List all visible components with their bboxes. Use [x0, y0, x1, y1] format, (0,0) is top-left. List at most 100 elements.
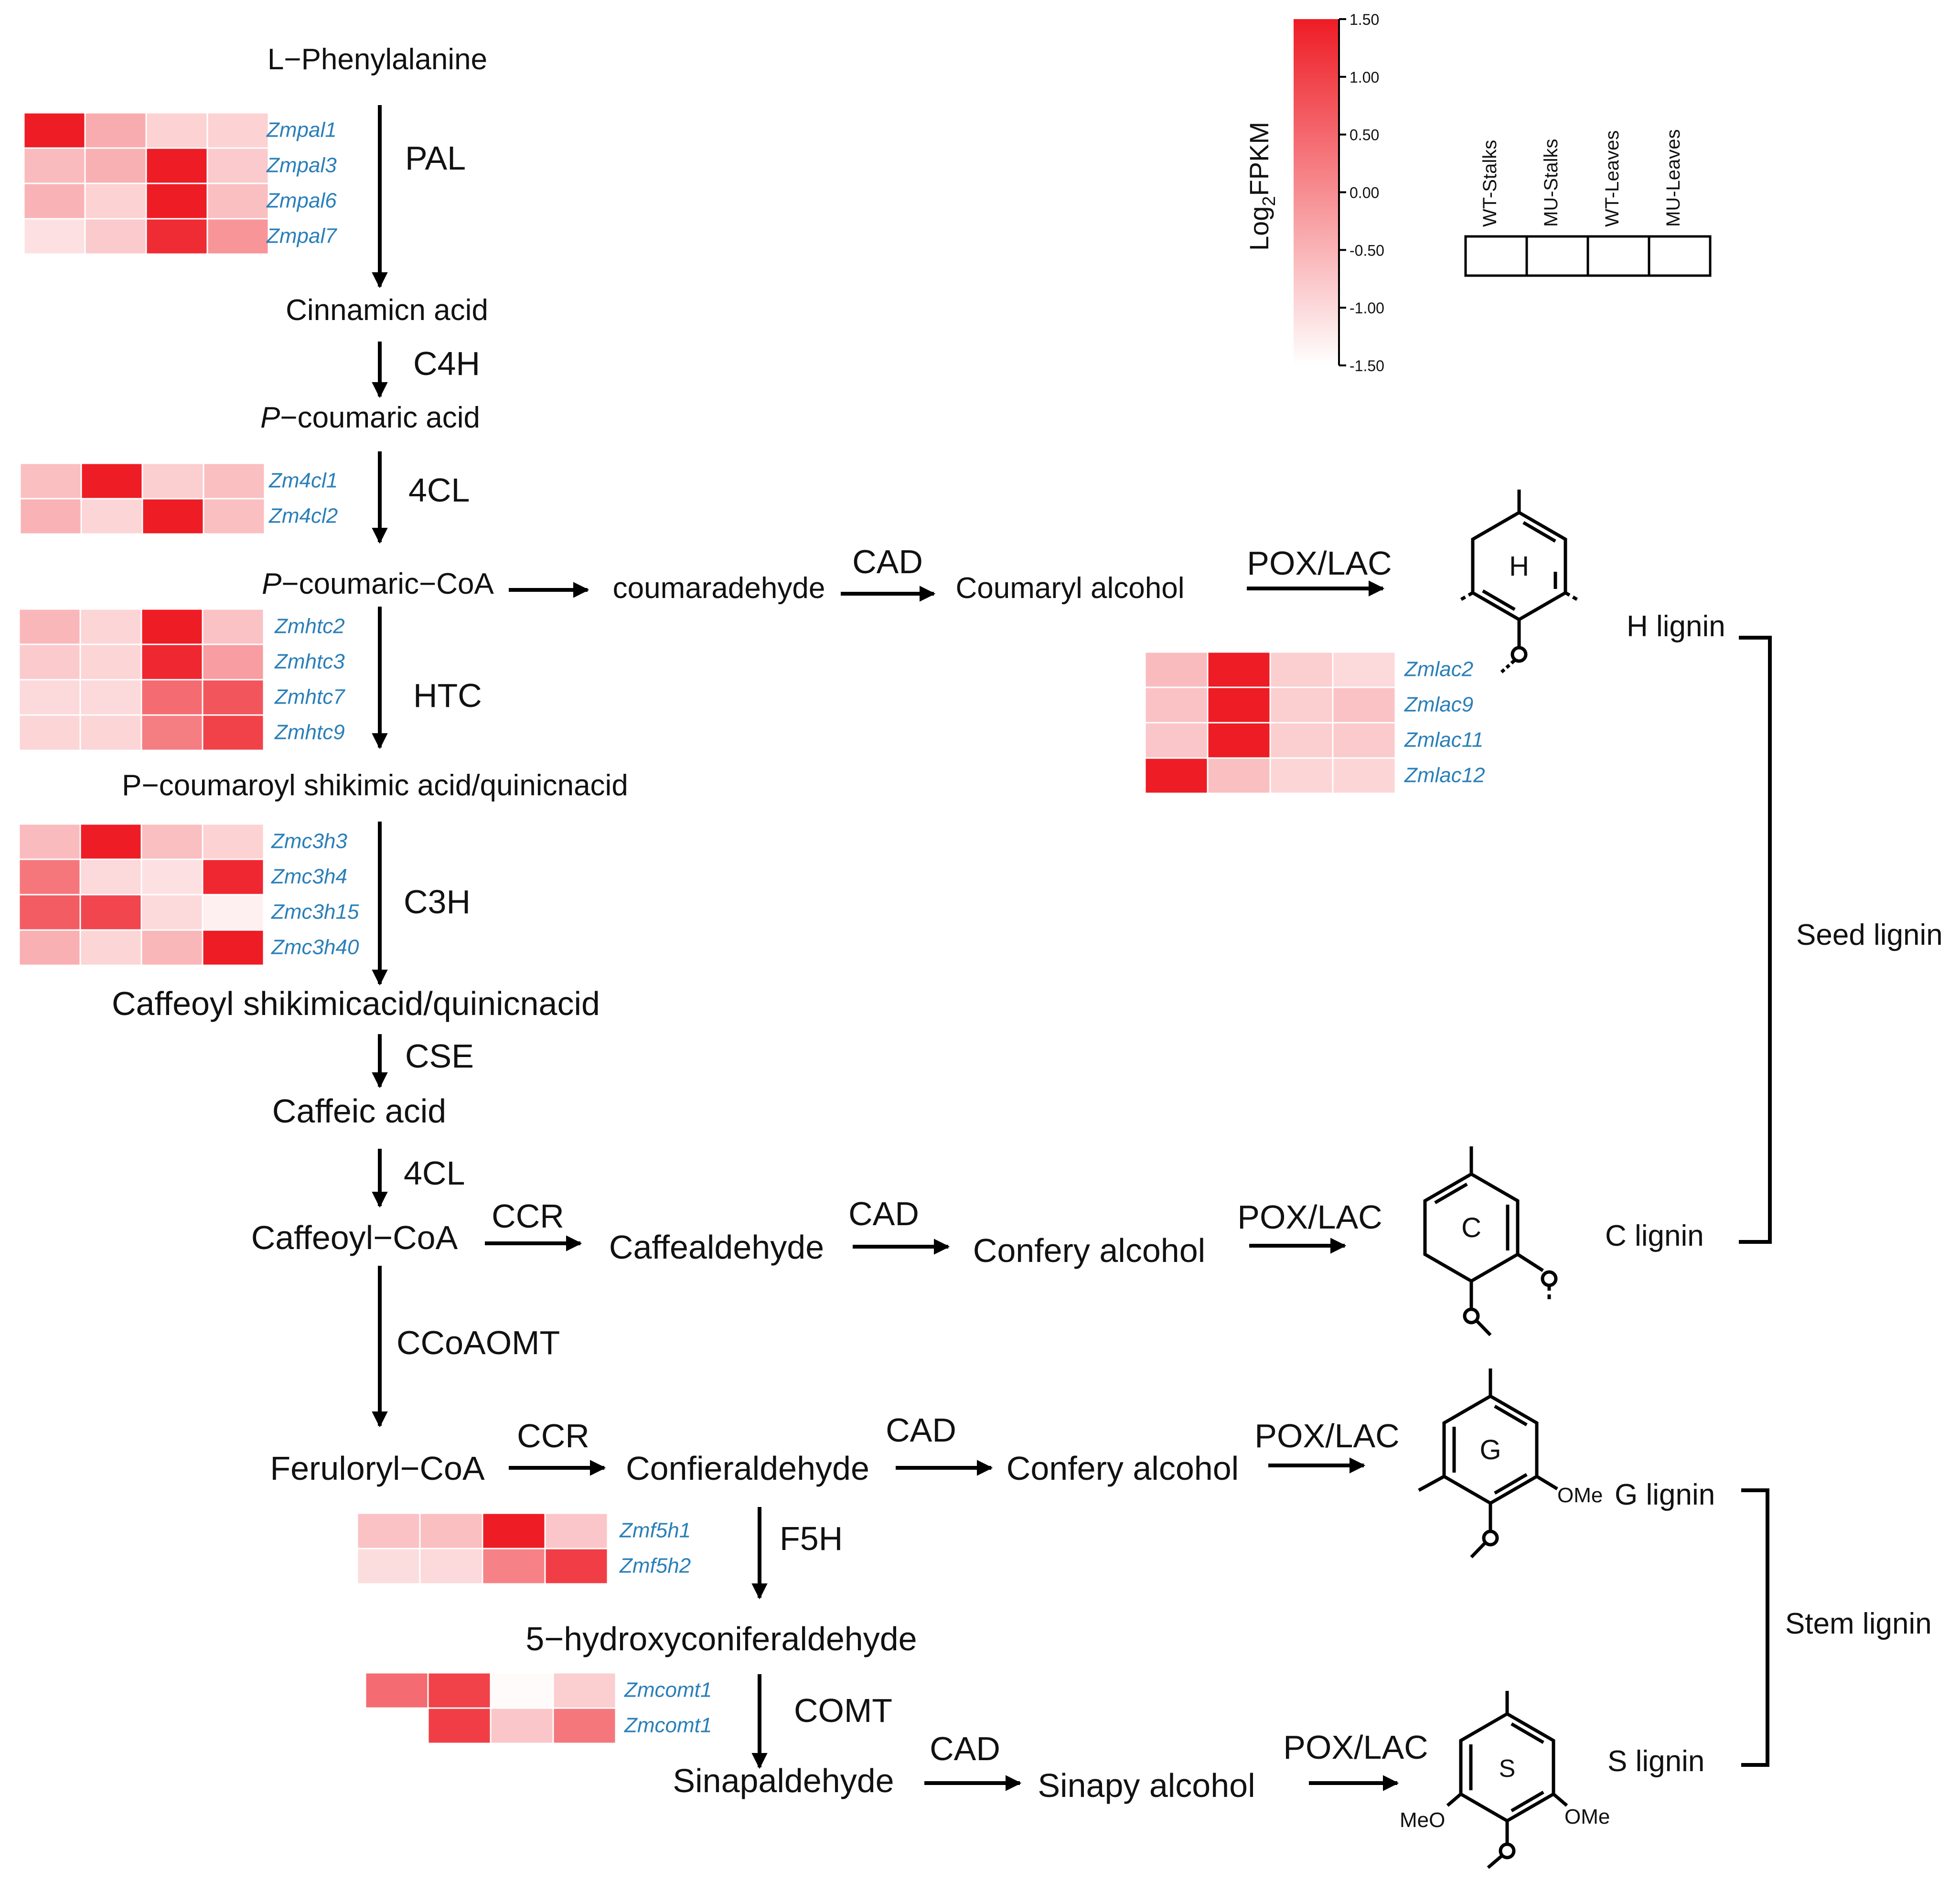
ring-g: G OMe [1418, 1368, 1603, 1559]
heatmap-cell [140, 679, 203, 716]
heatmap-cell [1207, 651, 1271, 688]
heatmap-cell [544, 1548, 609, 1585]
heatmap-cell [84, 112, 147, 149]
gene-label: Zm4cl2 [268, 504, 338, 527]
heatmap-cell [23, 182, 86, 220]
heatmap-cell [84, 147, 147, 184]
heatmap-cell [202, 679, 265, 716]
legend-tick-label: 0.00 [1350, 184, 1379, 202]
gene-label: Zmlac2 [1404, 657, 1473, 681]
label-s-lignin: S lignin [1607, 1745, 1704, 1778]
heatmap-cell [1269, 686, 1334, 724]
compound-sinapy-alcohol: Sinapy alcohol [1038, 1767, 1255, 1804]
heatmap-cell [202, 643, 265, 681]
legend-ticks: 1.501.000.500.00-0.50-1.00-1.50 [1339, 11, 1384, 374]
compound-5-hydroxyconiferaldehyde: 5−hydroxyconiferaldehyde [525, 1620, 917, 1657]
heatmap-cell [1207, 686, 1271, 724]
heatmap-cell [18, 823, 81, 860]
legend-title: Log2FPKM [1244, 122, 1279, 251]
gene-label: Zmhtc9 [274, 720, 345, 744]
heatmap-cell [140, 858, 203, 896]
heatmap-cell [202, 858, 265, 896]
heatmap-cell [544, 1512, 609, 1550]
legend-sample-mu-stalks: MU-Stalks [1541, 139, 1562, 227]
label-c-lignin: C lignin [1605, 1219, 1704, 1252]
brackets [1739, 636, 1772, 1767]
compound-feruloyl-coa: Feruloryl−CoA [270, 1450, 485, 1487]
ring-g-ome: OMe [1557, 1484, 1603, 1507]
enzyme-pox-lac-h: POX/LAC [1247, 545, 1392, 582]
compound-caffeic-acid: Caffeic acid [272, 1092, 446, 1130]
enzyme-f5h: F5H [780, 1520, 843, 1557]
bracket-stem-lignin [1741, 1488, 1769, 1767]
heatmap-cell [206, 218, 269, 255]
heatmap-cell [1207, 757, 1271, 794]
compound-p-coumaric-coa: P−coumaric−CoA [262, 567, 494, 600]
compounds: L−Phenylalanine Cinnamicn acid P−coumari… [112, 43, 1255, 1804]
gene-label: Zmlac12 [1404, 763, 1485, 787]
lignin-labels: H lignin C lignin G lignin S lignin Seed… [1605, 610, 1943, 1778]
ring-s-ome: OMe [1564, 1805, 1610, 1828]
gene-label: Zmc3h40 [271, 935, 359, 959]
legend-sample-mu-leaves: MU-Leaves [1663, 129, 1684, 227]
heatmap-cell [482, 1548, 546, 1585]
heatmap-cell [1144, 757, 1209, 794]
heatmap-cell [140, 894, 203, 931]
arrows [372, 105, 1399, 1791]
heatmap-cell [202, 608, 265, 645]
gene-label: Zmcomt1 [624, 1678, 712, 1701]
legend: 1.501.000.500.00-0.50-1.00-1.50 Log2FPKM… [1244, 11, 1712, 374]
label-g-lignin: G lignin [1615, 1478, 1715, 1511]
heatmap-cell [145, 147, 208, 184]
heatmap-cell [23, 218, 86, 255]
heatmap-cell [1269, 722, 1334, 759]
heatmap-cell [364, 1672, 429, 1709]
gene-label: Zmpal7 [266, 224, 337, 247]
heatmap-cell [18, 608, 81, 645]
bracket-seed-lignin [1739, 636, 1772, 1244]
gene-label: Zmpal1 [266, 118, 337, 141]
heatmap-cell [18, 714, 81, 751]
enzyme-ccoaomt: CCoAOMT [396, 1324, 560, 1361]
heatmap-cell [79, 929, 142, 966]
enzyme-cad-h: CAD [852, 543, 923, 580]
heatmap-cell [482, 1512, 546, 1550]
compound-caffeoyl-coa: Caffeoyl−CoA [251, 1219, 458, 1256]
heatmap-cell [419, 1512, 483, 1550]
legend-tick-label: 1.50 [1350, 11, 1379, 28]
heatmap-cell [80, 498, 143, 535]
ring-s-label: S [1499, 1755, 1516, 1783]
compound-p-coumaroyl-shikimic: P−coumaroyl shikimic acid/quinicnacid [122, 769, 628, 802]
label-stem-lignin: Stem lignin [1785, 1607, 1932, 1640]
ring-c: C [1423, 1146, 1558, 1336]
heatmap-cell [79, 823, 142, 860]
legend-tick-label: 0.50 [1350, 127, 1379, 144]
heatmap-cell [206, 182, 269, 220]
ring-g-label: G [1479, 1434, 1501, 1465]
compound-coumaryl-alcohol: Coumaryl alcohol [956, 572, 1185, 605]
gene-label: Zmhtc2 [274, 614, 345, 638]
legend-tick-label: -1.00 [1350, 299, 1384, 317]
ring-c-label: C [1461, 1212, 1481, 1243]
enzymes: PAL C4H 4CL HTC C3H CSE 4CL CCoAOMT F5H … [396, 139, 1428, 1767]
enzyme-pal: PAL [405, 139, 466, 177]
ring-h-label: H [1509, 551, 1529, 582]
enzyme-comt: COMT [794, 1692, 892, 1729]
enzyme-4cl-2: 4CL [404, 1154, 465, 1192]
heatmap-cell [145, 112, 208, 149]
gene-label: Zmlac9 [1404, 693, 1473, 716]
heatmap-cell [427, 1707, 492, 1744]
heatmap-cell [79, 643, 142, 681]
compound-caffealdehyde: Caffealdehyde [609, 1229, 824, 1266]
heatmap-cell [79, 858, 142, 896]
enzyme-htc: HTC [413, 677, 482, 714]
heatmap-cell [1332, 757, 1396, 794]
heatmap-cell [19, 462, 82, 500]
heatmap-cell [427, 1672, 492, 1709]
gene-label: Zmc3h3 [271, 829, 347, 853]
heatmap-cell [79, 714, 142, 751]
gene-label: Zmf5h1 [619, 1518, 691, 1542]
legend-tick-label: -0.50 [1350, 242, 1384, 259]
